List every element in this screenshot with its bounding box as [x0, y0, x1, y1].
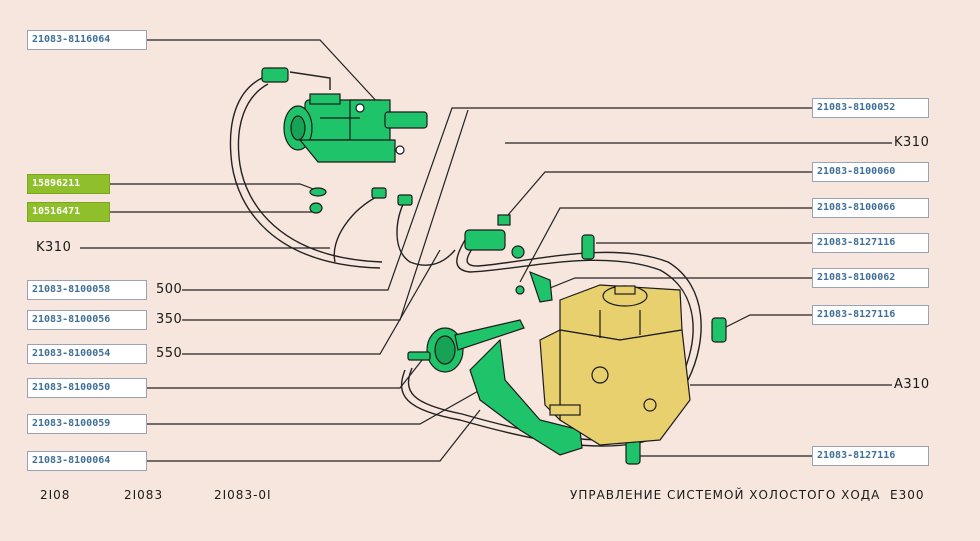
footer-model-2108: 2I08 [40, 488, 71, 502]
diagram-title: УПРАВЛЕНИЕ СИСТЕМОЙ ХОЛОСТОГО ХОДА [570, 488, 881, 502]
material-code-a310: A310 [894, 377, 930, 392]
part-label-21083-8100052[interactable]: 21083-8100052 [812, 98, 929, 118]
leader-lines [80, 39, 892, 462]
material-code-k310-left: K310 [36, 240, 72, 255]
page-code: E300 [890, 488, 925, 502]
footer-model-21083-01: 2I083-0I [214, 488, 272, 502]
mounting-bracket [469, 338, 583, 456]
part-label-21083-8100054[interactable]: 21083-8100054 [27, 344, 147, 364]
vacuum-hoses [229, 71, 702, 447]
part-label-21083-8127116-b[interactable]: 21083-8127116 [812, 305, 929, 325]
material-code-k310-right: K310 [894, 135, 930, 150]
part-label-10516471[interactable]: 10516471 [27, 202, 110, 222]
hose-length-550: 550 [156, 346, 183, 361]
washer-nut [309, 187, 327, 214]
part-label-21083-8100066[interactable]: 21083-8100066 [812, 198, 929, 218]
vacuum-valve [464, 214, 525, 259]
part-label-21083-8100062[interactable]: 21083-8100062 [812, 268, 929, 288]
part-label-21083-8100064[interactable]: 21083-8100064 [27, 451, 147, 471]
part-label-21083-8127116-a[interactable]: 21083-8127116 [812, 233, 929, 253]
part-label-15896211[interactable]: 15896211 [27, 174, 110, 194]
part-label-21083-8100050[interactable]: 21083-8100050 [27, 378, 147, 398]
tee-fittings [371, 187, 413, 206]
hose-length-500: 500 [156, 282, 183, 297]
small-fittings [515, 234, 727, 465]
part-label-21083-8100056[interactable]: 21083-8100056 [27, 310, 147, 330]
diaphragm-actuator [407, 319, 525, 373]
solenoid-valve [261, 67, 428, 163]
part-label-21083-8127116-c[interactable]: 21083-8127116 [812, 446, 929, 466]
part-label-21083-8100060[interactable]: 21083-8100060 [812, 162, 929, 182]
part-label-21083-8100059[interactable]: 21083-8100059 [27, 414, 147, 434]
part-label-21083-8116064[interactable]: 21083-8116064 [27, 30, 147, 50]
part-label-21083-8100058[interactable]: 21083-8100058 [27, 280, 147, 300]
carburetor [539, 284, 691, 446]
hose-length-350: 350 [156, 312, 183, 327]
footer-model-21083: 2I083 [124, 488, 164, 502]
